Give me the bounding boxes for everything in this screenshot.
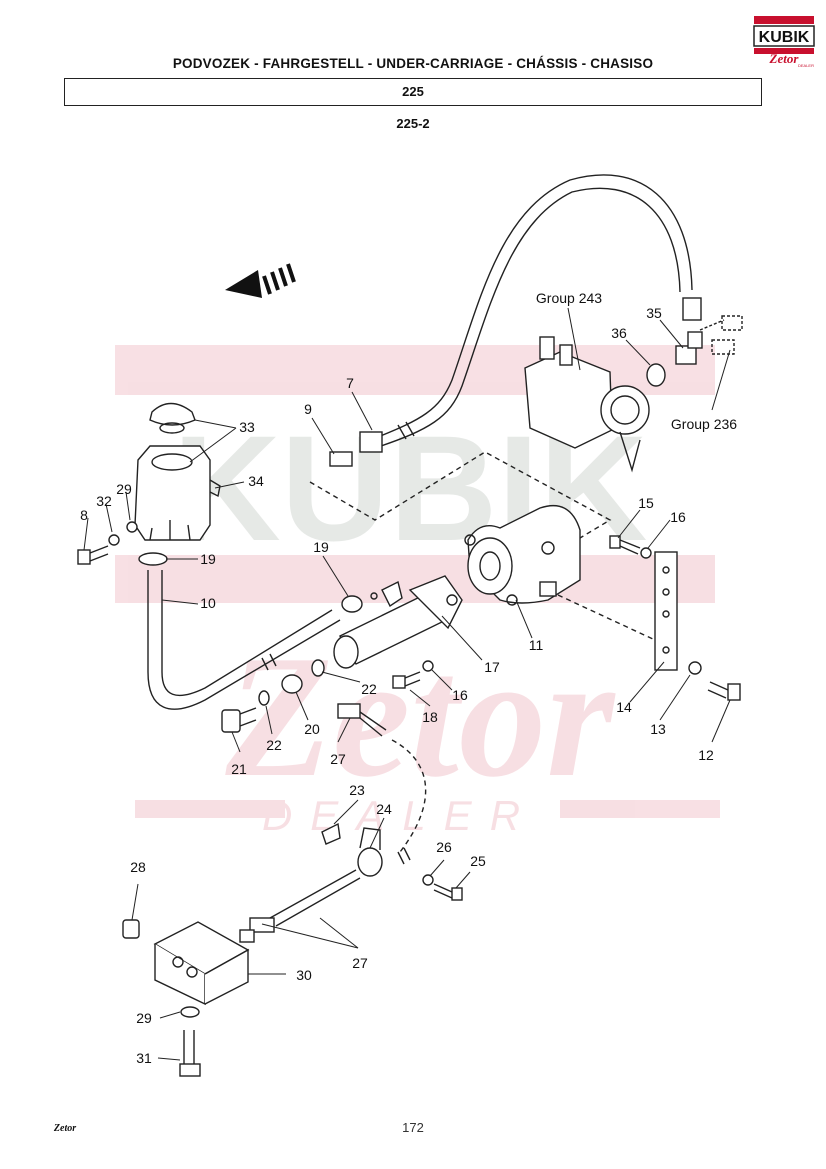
- nut-26: [422, 874, 434, 886]
- callout-27-upper: 27: [330, 751, 346, 767]
- direction-arrow-icon: [225, 263, 296, 298]
- callout-31: 31: [136, 1050, 152, 1066]
- reservoir-34: [134, 445, 221, 541]
- callouts: 7 9 33 34 29 32 8 19 10 19 Group 243 36 …: [80, 290, 737, 1066]
- logo-dealer: DEALER: [798, 63, 814, 68]
- callout-16-lower: 16: [452, 687, 468, 703]
- hose-10: [147, 570, 341, 710]
- bracket-14: [654, 551, 678, 671]
- bolt-15: [609, 535, 641, 555]
- callout-23: 23: [349, 782, 365, 798]
- callout-group-243: Group 243: [536, 290, 602, 306]
- callout-12: 12: [698, 747, 714, 763]
- washer-29-lower: [180, 1006, 200, 1018]
- kubik-zetor-logo: KUBIK Zetor DEALER: [753, 16, 815, 68]
- clip-23: [321, 822, 341, 845]
- callout-15: 15: [638, 495, 654, 511]
- callout-20: 20: [304, 721, 320, 737]
- footer-logo-text: Zetor: [53, 1123, 76, 1133]
- callout-29-upper: 29: [116, 481, 132, 497]
- seal-22-upper: [311, 659, 325, 677]
- watermark-dealer: DEALER: [262, 792, 538, 839]
- pipe-27-lower: [239, 847, 411, 943]
- callout-28: 28: [130, 859, 146, 875]
- clamp-24: [357, 827, 383, 877]
- callout-25: 25: [470, 853, 486, 869]
- watermark-subtext: Zetor: [225, 619, 617, 813]
- washer-32: [108, 534, 120, 546]
- callout-32: 32: [96, 493, 112, 509]
- group-number: 225: [64, 78, 762, 106]
- washer-29-top: [126, 521, 138, 533]
- block-30: [153, 921, 250, 1006]
- master-cylinder-17: [333, 575, 463, 669]
- callout-33: 33: [239, 419, 255, 435]
- clamp-19-top: [138, 552, 168, 566]
- bolt-8: [77, 545, 109, 565]
- bolt-18: [392, 671, 421, 689]
- parts-diagram: KUBIK Zetor DEALER: [77, 174, 743, 1077]
- logo-text: KUBIK: [759, 29, 810, 46]
- callout-36: 36: [611, 325, 627, 341]
- washer-16-top: [640, 547, 652, 559]
- callout-24: 24: [376, 801, 392, 817]
- callout-27-lower: 27: [352, 955, 368, 971]
- watermark-bar-top: [115, 345, 715, 395]
- page-title: PODVOZEK - FAHRGESTELL - UNDER-CARRIAGE …: [172, 56, 654, 71]
- group-243-valve: [524, 336, 650, 473]
- subgroup-number: 225-2: [396, 116, 430, 131]
- seal-22-lower: [258, 690, 270, 706]
- callout-14: 14: [616, 699, 632, 715]
- callout-30: 30: [296, 967, 312, 983]
- washer-13: [688, 661, 702, 675]
- logo-bar-top: [754, 16, 814, 24]
- callout-22-lower: 22: [266, 737, 282, 753]
- plug-28: [122, 919, 140, 939]
- logo-subtext: Zetor: [769, 51, 800, 66]
- bolt-12: [707, 681, 741, 701]
- servo-unit-11: [464, 504, 581, 606]
- callout-16-upper: 16: [670, 509, 686, 525]
- clamp-19-cylinder: [341, 592, 378, 613]
- group-236-fittings: [699, 315, 743, 355]
- watermark-stripe-right: [560, 800, 720, 818]
- callout-21: 21: [231, 761, 247, 777]
- banjo-bolt-21: [221, 707, 257, 733]
- page-number: 172: [402, 1120, 424, 1135]
- logo-box: [753, 25, 815, 47]
- pipe-27-upper: [337, 703, 427, 853]
- callout-9: 9: [304, 401, 312, 417]
- hose-fitting-35: [682, 297, 702, 321]
- callout-7: 7: [346, 375, 354, 391]
- callout-19-left: 19: [200, 551, 216, 567]
- callout-18: 18: [422, 709, 438, 725]
- callout-29-lower: 29: [136, 1010, 152, 1026]
- callout-11: 11: [529, 637, 544, 653]
- callout-19-right: 19: [313, 539, 329, 555]
- hose-7: [377, 174, 693, 438]
- callout-34: 34: [248, 473, 264, 489]
- footer-zetor-logo: Zetor: [53, 1123, 76, 1133]
- bolt-31: [179, 1030, 201, 1077]
- washer-16-lower: [422, 660, 434, 672]
- fitting-9: [329, 431, 383, 467]
- leader-lines: [83, 307, 731, 1061]
- banjo-20: [281, 674, 303, 694]
- callout-8: 8: [80, 507, 88, 523]
- callout-35: 35: [646, 305, 662, 321]
- connector-35: [675, 331, 703, 365]
- cap-33: [149, 402, 196, 434]
- callout-10: 10: [200, 595, 216, 611]
- bolt-25: [433, 883, 463, 901]
- callout-group-236: Group 236: [671, 416, 737, 432]
- watermark-stripe-left: [135, 800, 285, 818]
- nut-36: [646, 363, 666, 387]
- callout-17: 17: [484, 659, 500, 675]
- logo-bar-bottom: [754, 48, 814, 54]
- callout-22-upper: 22: [361, 681, 377, 697]
- callout-26: 26: [436, 839, 452, 855]
- callout-13: 13: [650, 721, 666, 737]
